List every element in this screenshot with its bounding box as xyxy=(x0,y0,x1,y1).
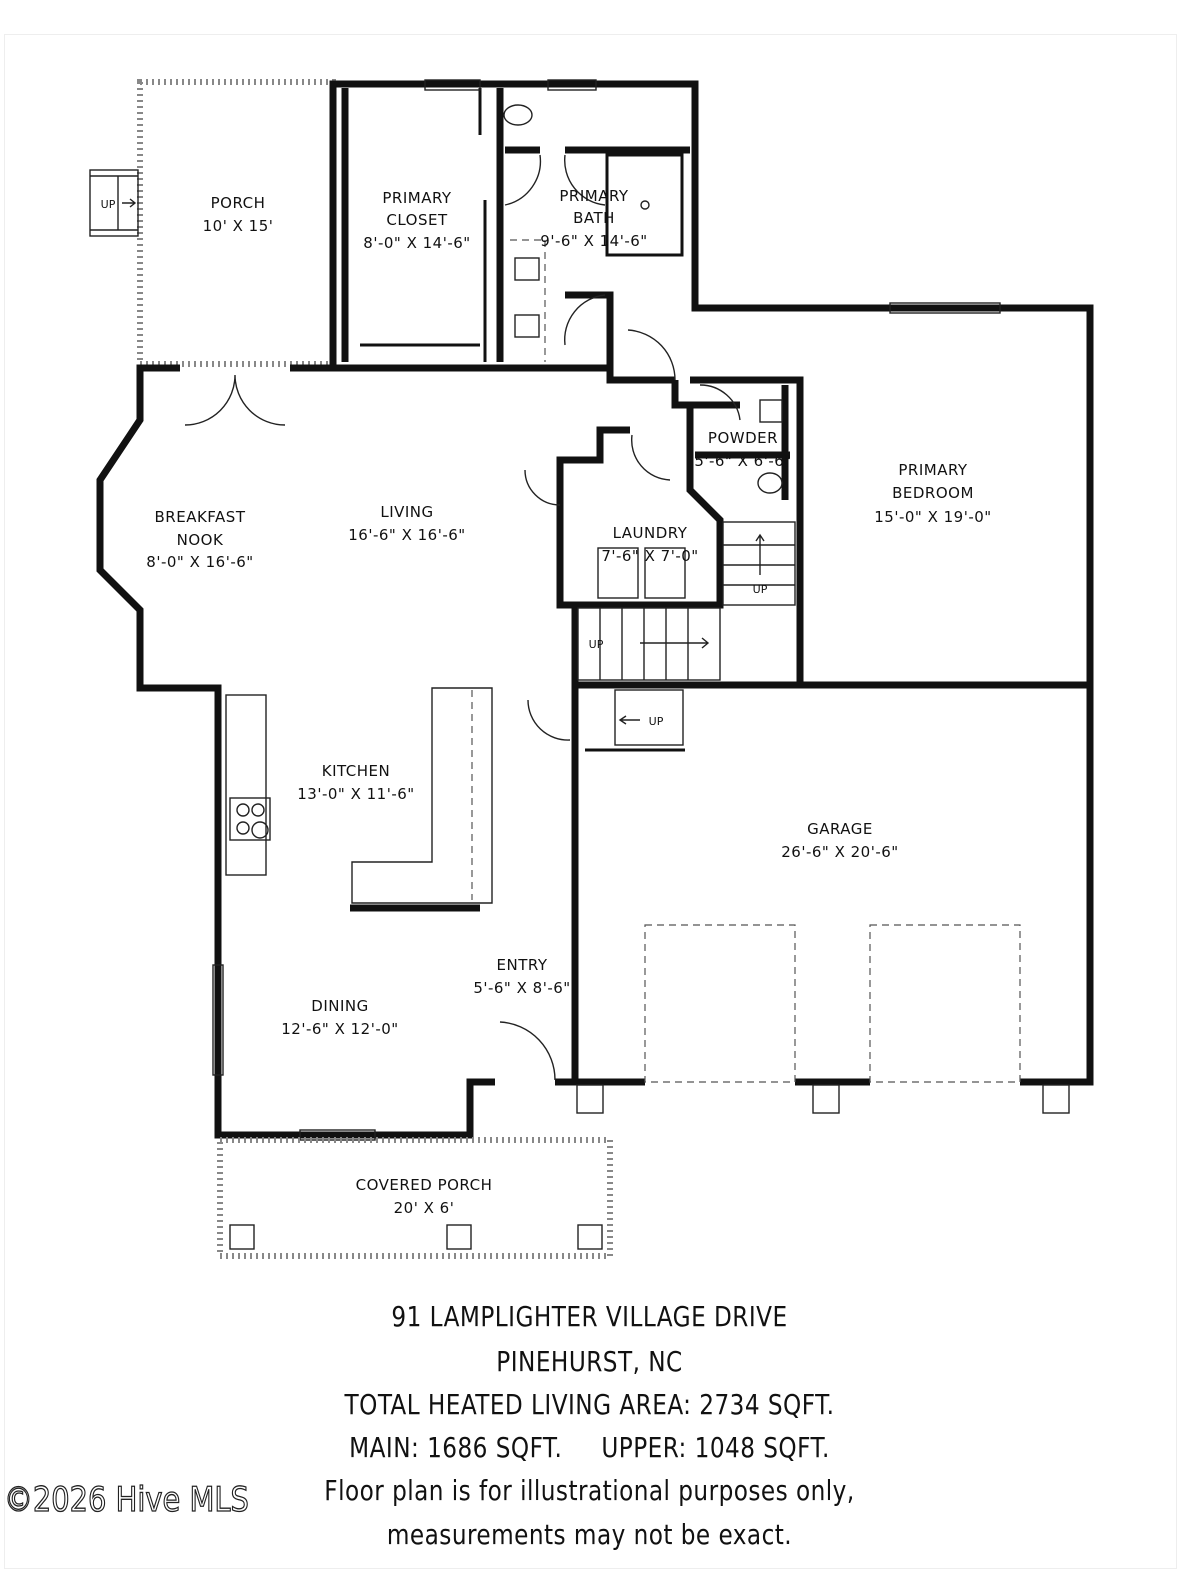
breakfast-nook-size: 8'-0" X 16'-6" xyxy=(146,553,253,571)
primary-closet-label: PRIMARY xyxy=(382,189,452,207)
breakfast-nook-label-2: NOOK xyxy=(177,531,224,549)
living-label: LIVING xyxy=(380,503,433,521)
toilet-icon xyxy=(503,104,533,126)
room-labels: PORCH 10' X 15' PRIMARY CLOSET 8'-0" X 1… xyxy=(146,187,991,1217)
address-line: 91 LAMPLIGHTER VILLAGE DRIVE xyxy=(391,1300,788,1333)
area-breakdown-line: MAIN: 1686 SQFT. UPPER: 1048 SQFT. xyxy=(349,1431,830,1464)
stair-label: UP xyxy=(101,198,116,211)
washer-icon xyxy=(597,547,639,599)
stair-label: UP xyxy=(753,583,768,596)
shower-drain-icon xyxy=(640,200,650,210)
primary-bath-label: PRIMARY xyxy=(559,187,629,205)
page-frame xyxy=(4,34,1177,1569)
kitchen-size: 13'-0" X 11'-6" xyxy=(297,785,414,803)
doors xyxy=(184,154,741,1081)
disclaimer-line-1: Floor plan is for illustrational purpose… xyxy=(324,1474,855,1507)
dryer-icon xyxy=(644,547,686,599)
garage-label: GARAGE xyxy=(807,820,873,838)
primary-closet-label-2: CLOSET xyxy=(386,211,448,229)
powder-size: 5'-6" X 6'-6" xyxy=(694,452,791,470)
total-area-line: TOTAL HEATED LIVING AREA: 2734 SQFT. xyxy=(344,1388,835,1421)
piers xyxy=(576,1084,1070,1114)
porch-step: UP xyxy=(89,169,139,237)
covered-porch-size: 20' X 6' xyxy=(394,1199,455,1217)
sink-icon xyxy=(759,399,783,423)
laundry-size: 7'-6" X 7'-0" xyxy=(601,547,698,565)
interior-walls xyxy=(341,88,1090,1082)
exterior-wall xyxy=(96,364,495,1139)
stair-label: UP xyxy=(649,715,664,728)
kitchen-island xyxy=(351,687,493,904)
primary-bedroom-size: 15'-0" X 19'-0" xyxy=(874,508,991,526)
entry-size: 5'-6" X 8'-6" xyxy=(473,979,570,997)
stove-icon xyxy=(229,797,271,841)
living-size: 16'-6" X 16'-6" xyxy=(348,526,465,544)
toilet-icon xyxy=(757,472,783,494)
dining-size: 12'-6" X 12'-0" xyxy=(281,1020,398,1038)
watermark: ©2026 Hive MLS xyxy=(3,1479,249,1520)
fixtures xyxy=(225,104,783,912)
city-line: PINEHURST, NC xyxy=(496,1345,683,1378)
stair-label: UP xyxy=(589,638,604,651)
primary-bedroom-label-2: BEDROOM xyxy=(892,484,974,502)
porch-outline xyxy=(137,79,336,367)
covered-porch-label: COVERED PORCH xyxy=(356,1176,493,1194)
stairs: UP UP UP xyxy=(577,521,796,746)
sink-icon xyxy=(514,314,540,338)
powder-label: POWDER xyxy=(708,429,778,447)
garage-door xyxy=(644,924,796,1083)
breakfast-nook-label: BREAKFAST xyxy=(155,508,246,526)
covered-porch-outline xyxy=(217,1137,613,1259)
primary-bath-label-2: BATH xyxy=(573,209,615,227)
windows xyxy=(212,79,1001,1141)
kitchen-label: KITCHEN xyxy=(322,762,391,780)
garage-door xyxy=(869,924,1021,1083)
exterior-wall-north xyxy=(290,364,675,384)
laundry-label: LAUNDRY xyxy=(613,524,688,542)
disclaimer-line-2: measurements may not be exact. xyxy=(386,1518,793,1551)
porch-size: 10' X 15' xyxy=(203,217,274,235)
kitchen-counter xyxy=(225,694,267,876)
primary-closet-size: 8'-0" X 14'-6" xyxy=(363,234,470,252)
primary-bath-size: 9'-6" X 14'-6" xyxy=(540,232,647,250)
dining-label: DINING xyxy=(311,997,368,1015)
primary-bedroom-label: PRIMARY xyxy=(898,461,968,479)
sink-icon xyxy=(514,257,540,281)
entry-label: ENTRY xyxy=(497,956,548,974)
floor-plan: UP xyxy=(89,79,1094,1259)
porch-label: PORCH xyxy=(211,194,266,212)
garage-size: 26'-6" X 20'-6" xyxy=(781,843,898,861)
